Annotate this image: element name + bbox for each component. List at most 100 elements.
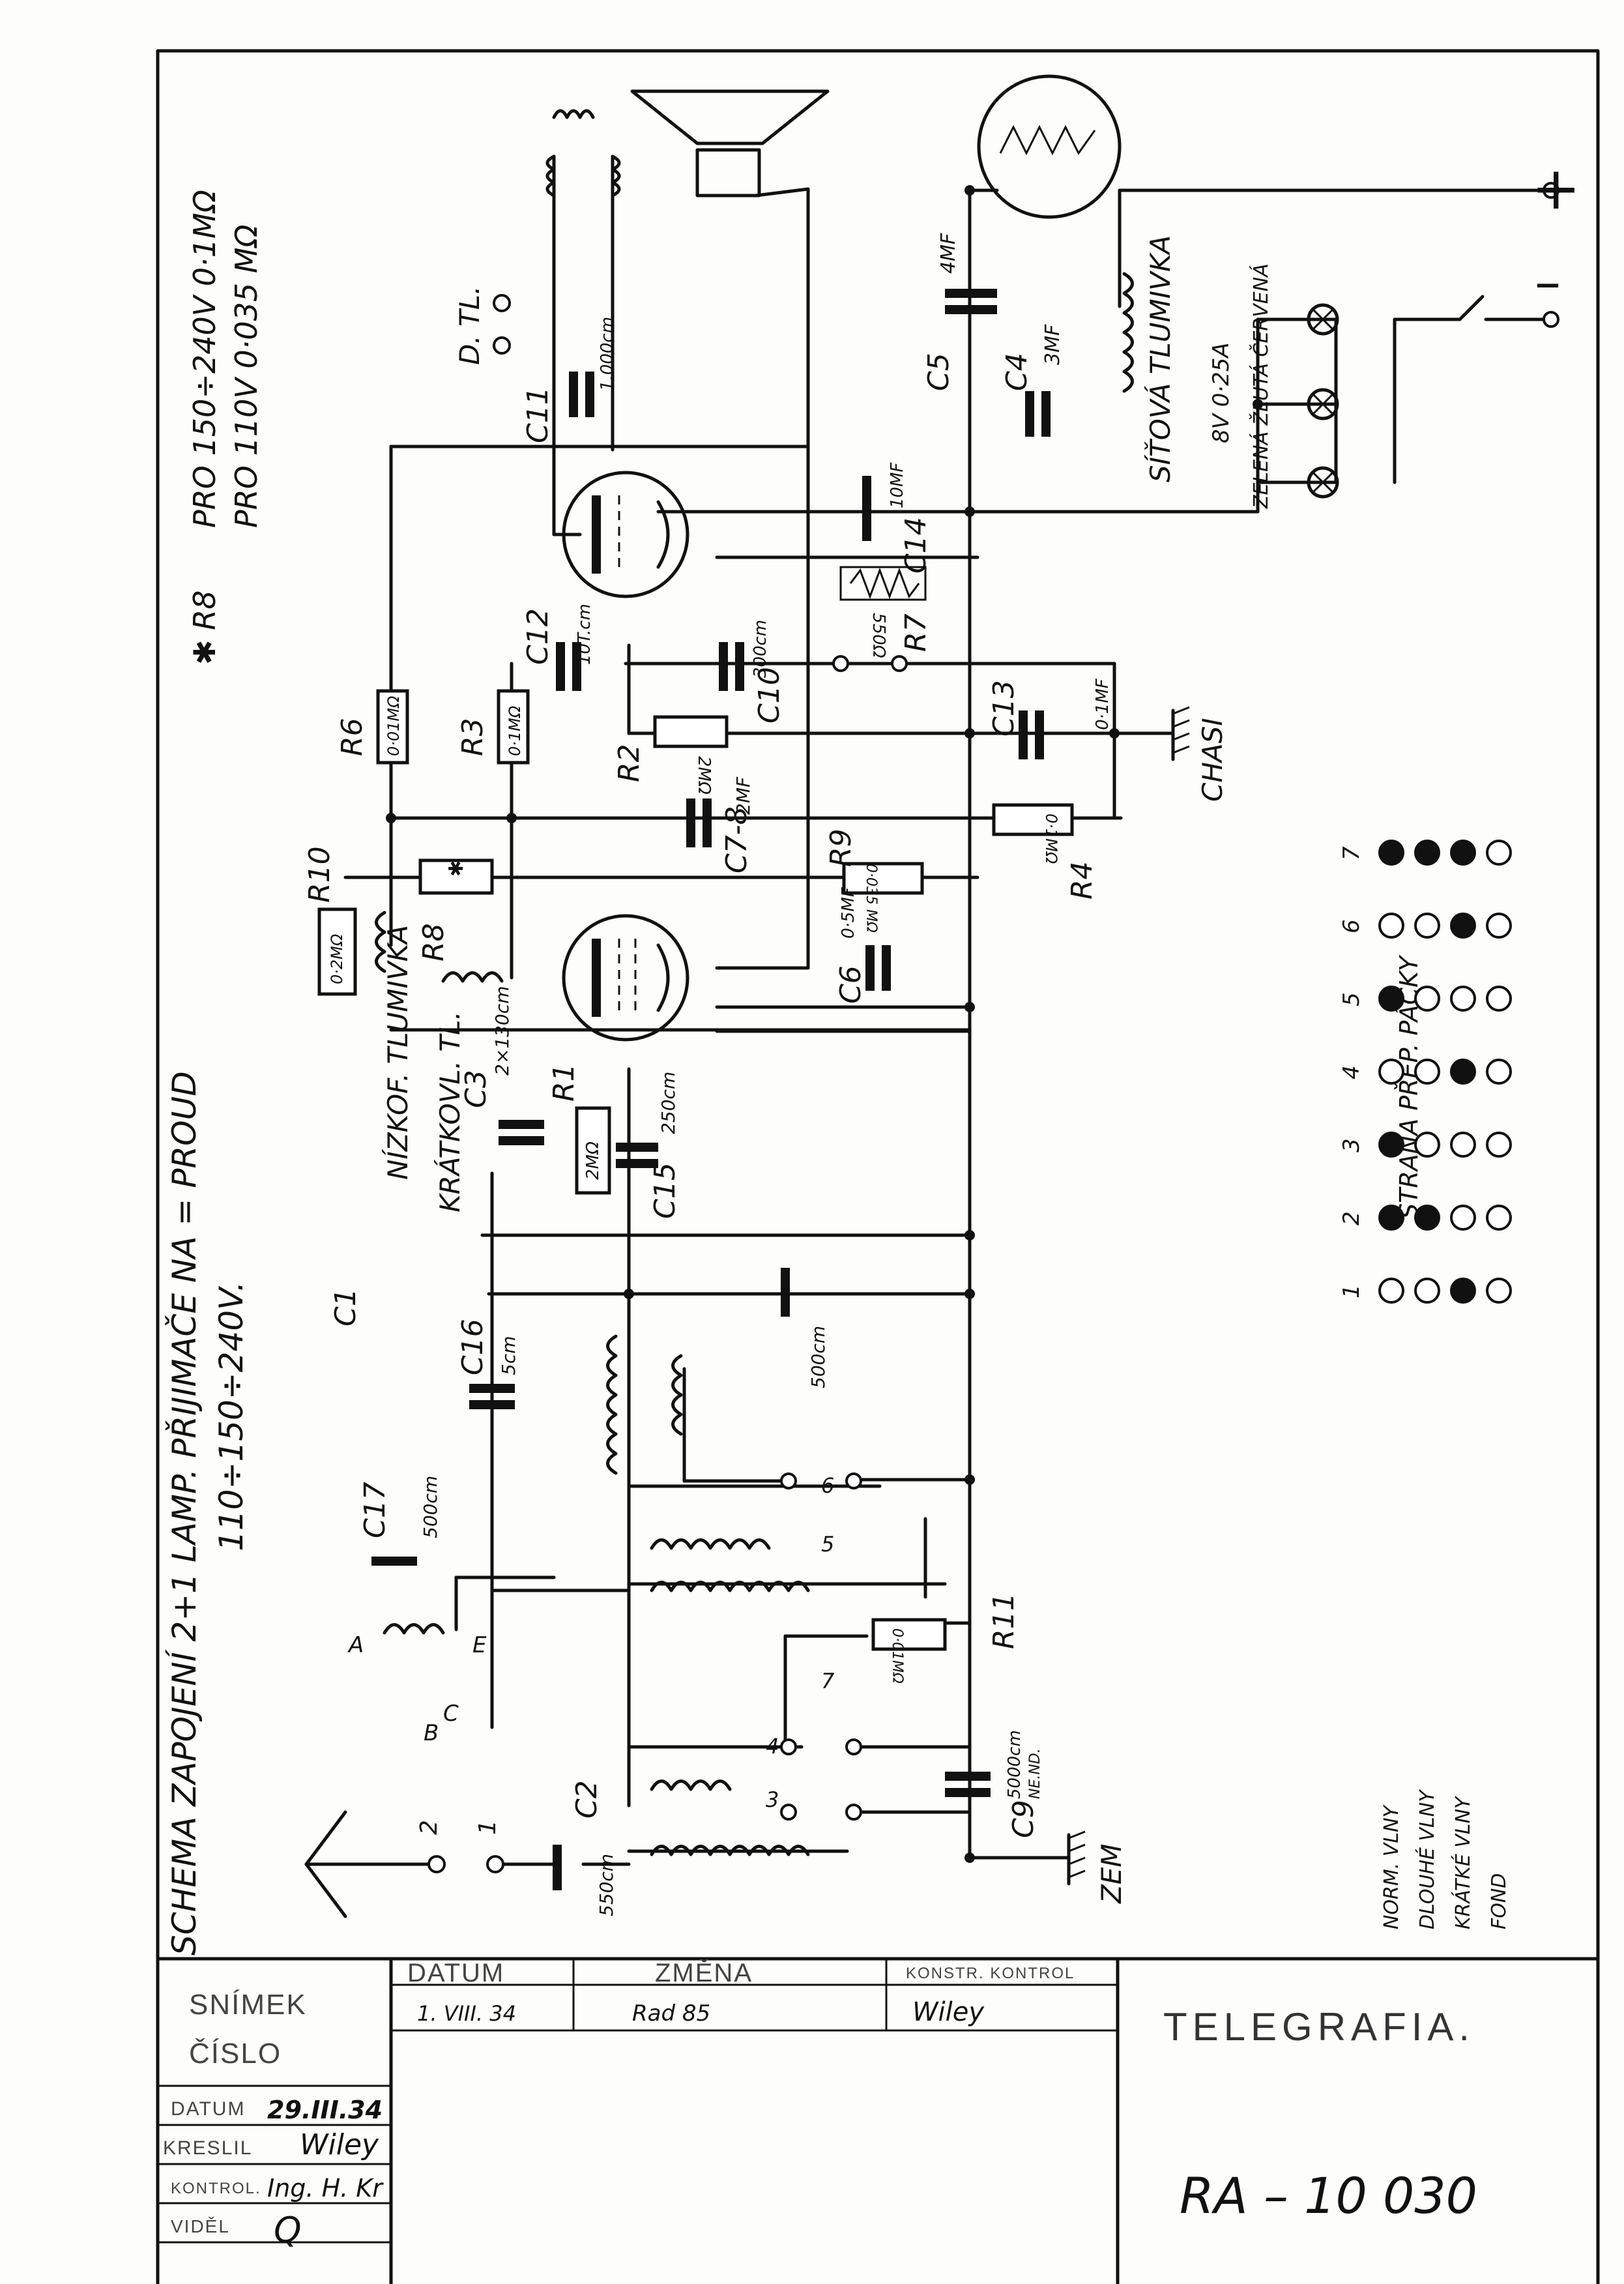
label-sw-7: 7 (821, 1669, 835, 1693)
switch-dot-filled (1450, 840, 1476, 866)
label-r1-value: 2MΩ (583, 1141, 603, 1180)
tb-konstr-signature: Wiley (912, 1997, 985, 2027)
label-ant-a: A (347, 1632, 364, 1658)
label-sw-4: 4 (766, 1734, 779, 1759)
label-sitova-tlumivka: SÍŤOVÁ TLUMIVKA (1144, 235, 1176, 482)
switch-dot-filled (1414, 840, 1440, 866)
switch-legend-item: NORM. VLNY (1380, 1804, 1403, 1929)
tube-detector (562, 914, 689, 1042)
switch-dot-empty (1414, 1132, 1440, 1158)
label-c12: C12 (521, 608, 555, 665)
switch-dot-empty (1450, 1205, 1476, 1231)
switch-dot-filled (1450, 913, 1476, 939)
label-c11: C11 (521, 387, 555, 443)
switch-dot-empty (1486, 1132, 1512, 1158)
switch-dot-empty (1450, 1132, 1476, 1158)
label-sw-3: 3 (766, 1787, 779, 1812)
switch-position-number: 5 (1339, 992, 1365, 1006)
switch-position-number: 2 (1339, 1211, 1365, 1225)
label-c14: C14 (899, 517, 933, 574)
title-block-text: SNÍMEK ČÍSLO DATUM ZMĚNA KONSTR. KONTROL… (163, 1958, 1477, 2251)
tb-snimek: SNÍMEK (189, 1989, 307, 2021)
label-r1: R1 (547, 1063, 581, 1102)
label-c10: C10 (753, 667, 786, 724)
tb-company: TELEGRAFIA. (1163, 2005, 1475, 2049)
switch-dot-filled (1414, 1205, 1440, 1231)
tb-datum-header: DATUM (407, 1959, 504, 1987)
title-group: SCHEMA ZAPOJENÍ 2+1 LAMP. PŘIJIMAČE NA =… (165, 1071, 250, 1955)
label-c6: C6 (834, 965, 867, 1004)
switch-dot-empty (1486, 913, 1512, 939)
chassis-ground (1171, 706, 1190, 761)
label-c11-value: 1.000cm (598, 317, 617, 391)
label-c1: C1 (329, 1288, 362, 1326)
coils (375, 272, 1134, 1856)
switch-dot-filled (1378, 1132, 1404, 1158)
schematic-title: SCHEMA ZAPOJENÍ 2+1 LAMP. PŘIJIMAČE NA =… (165, 1071, 203, 1955)
label-c5-value: 4MF (937, 233, 960, 274)
switch-dot-empty (1378, 1278, 1404, 1304)
label-c1-value: 500cm (807, 1326, 829, 1388)
label-c12-value: 10T.cm (575, 604, 594, 665)
label-lamp-rating: 8V 0·25A (1208, 342, 1234, 443)
label-c6-value: 0·5MF (839, 886, 858, 939)
label-ant-c: C (443, 1701, 459, 1727)
label-r11: R11 (987, 1592, 1021, 1649)
label-term-1: 1 (474, 1820, 501, 1835)
label-c9: C9 (1007, 1800, 1040, 1838)
switch-dot-filled (1378, 840, 1404, 866)
tb-datum: DATUM (171, 2098, 245, 2120)
label-c4: C4 (1000, 353, 1034, 391)
label-c16: C16 (456, 1319, 489, 1375)
tb-datum-value: 1. VIII. 34 (417, 2001, 516, 2026)
tb-datum-date: 29.III.34 (267, 2096, 383, 2124)
label-r6-value: 0·01MΩ (384, 695, 403, 756)
label-r10: R10 (303, 846, 336, 903)
switch-position-number: 1 (1339, 1284, 1365, 1298)
switch-dot-empty (1486, 1059, 1512, 1085)
switch-dot-empty (1450, 986, 1476, 1012)
capacitors (371, 289, 1051, 1890)
drawing-frame (156, 49, 1600, 2284)
label-c3-value: 2×130cm (491, 986, 513, 1076)
tb-videl-signature: Q (274, 2210, 302, 2251)
label-c9-note: NE.ND. (1027, 1748, 1043, 1799)
switch-dot-empty (1414, 986, 1440, 1012)
label-c17-value: 500cm (420, 1476, 441, 1538)
label-r3: R3 (456, 718, 489, 756)
switch-dot-empty (1486, 986, 1512, 1012)
label-c2-value: 550cm (596, 1854, 617, 1916)
label-c15: C15 (648, 1162, 682, 1219)
label-sw-5: 5 (821, 1532, 834, 1557)
label-r8-value: ✱ (445, 860, 468, 877)
label-r9: R9 (824, 828, 858, 867)
label-c14-value: 10MF (888, 461, 907, 508)
earth-ground (1067, 1830, 1086, 1886)
tb-zmena-header: ZMĚNA (655, 1958, 753, 1987)
label-r4-value: 0·1MΩ (1042, 813, 1060, 864)
note-line2: PRO 110V 0·035 MΩ (229, 224, 264, 528)
note-star: ✱ R8 (187, 591, 222, 665)
label-c2: C2 (570, 1780, 603, 1819)
label-c5: C5 (922, 353, 955, 391)
tb-kontrol-signature: Ing. H. Kr (267, 2174, 384, 2203)
schematic-voltage: 110÷150÷240V. (212, 1281, 250, 1551)
switch-dot-empty (1414, 913, 1440, 939)
label-ant-e: E (472, 1632, 487, 1658)
label-r2: R2 (613, 744, 646, 782)
label-c9-value: 5000cm (1005, 1730, 1024, 1799)
label-plus: + (1531, 154, 1580, 223)
resistors (317, 566, 1074, 1651)
loudspeaker (630, 89, 830, 198)
label-r3-value: 0·1MΩ (506, 705, 524, 756)
label-sw-6: 6 (821, 1473, 834, 1498)
note-line1: PRO 150÷240V 0·1MΩ (187, 190, 222, 528)
tb-cislo: ČÍSLO (189, 2037, 282, 2070)
output-transformer (545, 109, 621, 198)
misc-labels: D. TL. SÍŤOVÁ TLUMIVKA NÍZKOF. TLUMIVKA … (347, 154, 1580, 1904)
switch-dot-filled (1450, 1278, 1476, 1304)
label-r7-value: 550Ω (869, 613, 888, 658)
pilot-lamps (1307, 295, 1485, 499)
